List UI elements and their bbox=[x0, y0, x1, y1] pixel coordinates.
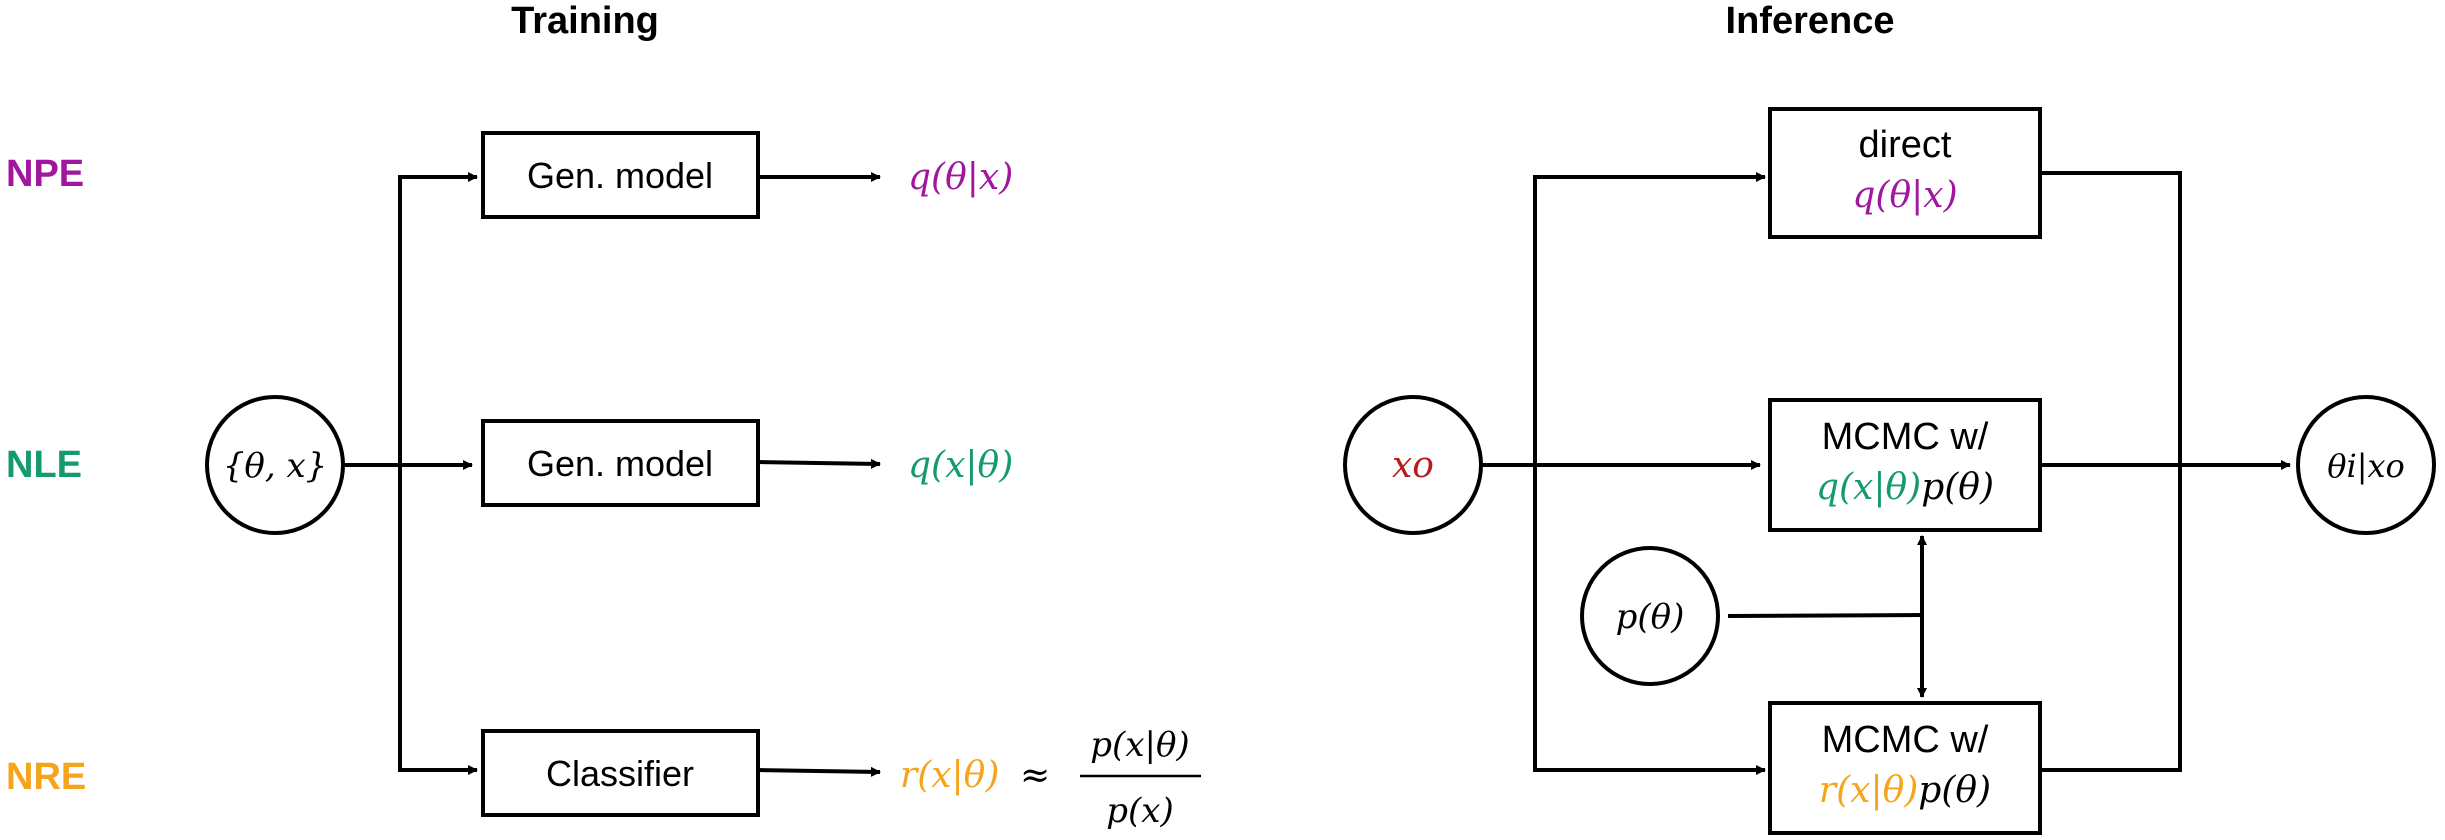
posterior-sample-node bbox=[2296, 395, 2436, 535]
inference-connectors bbox=[1481, 171, 2291, 775]
nle-box-to-output-arrow bbox=[757, 458, 881, 469]
approx-symbol: ≈ bbox=[1020, 755, 1050, 796]
mcmc-nre-prior: p(θ) bbox=[1918, 770, 1991, 811]
npe-output: q(θ|x) bbox=[908, 157, 1013, 198]
gen-model-box-nle-label: Gen. model bbox=[527, 443, 713, 484]
mcmc-nle-box-line1: MCMC w/ bbox=[1822, 416, 1989, 458]
mcmc-nle-box bbox=[1768, 398, 2042, 532]
nre-fraction-denominator: p(x) bbox=[1106, 791, 1173, 831]
nle-label: NLE bbox=[6, 444, 82, 486]
mcmc-nle-box-line2: q(x|θ)p(θ) bbox=[1816, 467, 1994, 508]
training-connectors bbox=[343, 172, 881, 777]
inference-title: Inference bbox=[1726, 0, 1895, 42]
theta-x-node-label: {θ, x} bbox=[223, 446, 328, 486]
nre-label: NRE bbox=[6, 756, 86, 798]
nle-output: q(x|θ) bbox=[908, 445, 1013, 486]
posterior-sample-node-label: θi|xo bbox=[2327, 447, 2405, 485]
prior-node bbox=[1580, 546, 1720, 686]
gen-model-box-npe bbox=[481, 131, 760, 219]
mcmc-nle-likelihood: q(x|θ) bbox=[1816, 467, 1921, 508]
mcmc-nre-box-line2: r(x|θ)p(θ) bbox=[1819, 770, 1991, 811]
classifier-box-label: Classifier bbox=[546, 753, 694, 794]
classifier-box bbox=[481, 729, 760, 817]
mcmc-nre-box-line1: MCMC w/ bbox=[1822, 719, 1989, 761]
observation-node-label: xo bbox=[1392, 445, 1434, 486]
direct-box bbox=[1768, 107, 2042, 239]
mcmc-nre-likelihood: r(x|θ) bbox=[1819, 770, 1918, 811]
mcmc-nle-prior: p(θ) bbox=[1921, 467, 1994, 508]
gen-model-box-nle bbox=[481, 419, 760, 507]
prior-node-label: p(θ) bbox=[1616, 597, 1685, 637]
direct-box-line1: direct bbox=[1859, 124, 1952, 166]
direct-box-to-right-line bbox=[2040, 171, 2182, 465]
training-title: Training bbox=[511, 0, 659, 42]
nre-fraction-numerator: p(x|θ) bbox=[1090, 725, 1189, 765]
gen-model-box-npe-label: Gen. model bbox=[527, 155, 713, 196]
observation-node bbox=[1343, 395, 1483, 535]
nre-box-to-output-arrow bbox=[757, 766, 881, 777]
direct-box-line2: q(θ|x) bbox=[1852, 175, 1957, 216]
nre-output-ratio: r(x|θ) bbox=[900, 755, 999, 796]
observation-x: xo bbox=[1392, 445, 1434, 486]
prior-connector-line bbox=[1727, 613, 1923, 618]
npe-label: NPE bbox=[6, 153, 84, 195]
mcmc-nre-box-to-right-line bbox=[2040, 465, 2182, 772]
mcmc-nre-box bbox=[1768, 701, 2042, 835]
